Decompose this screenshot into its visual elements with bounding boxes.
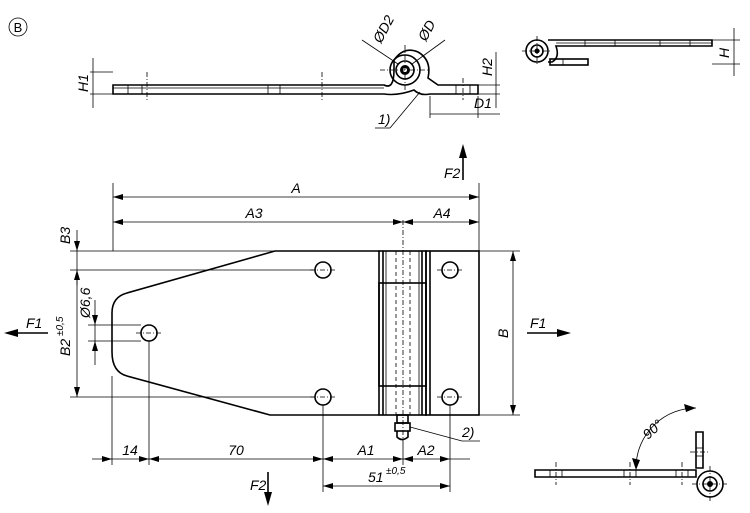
- force-F1-right-label: F1: [530, 315, 546, 331]
- dim-A4-label: A4: [432, 205, 450, 221]
- force-F2-bottom-label: F2: [250, 477, 267, 493]
- dimension-lines-top: [112, 183, 480, 251]
- force-F2-top-arrow: [459, 144, 467, 180]
- dim-70-label: 70: [228, 442, 244, 458]
- side-view-top: [90, 39, 500, 129]
- dimension-lines-left: [70, 230, 315, 398]
- dim-H-label: H: [716, 47, 732, 58]
- dim-A2-label: A2: [416, 442, 434, 458]
- dim-H2-label: H2: [479, 58, 495, 76]
- hinge-plan-view: [111, 220, 480, 445]
- force-F2-top-label: F2: [444, 165, 461, 181]
- dimension-line-B: [479, 250, 520, 416]
- note-1-label: 1): [378, 111, 390, 127]
- dim-B2-label: B2: [57, 339, 73, 356]
- dim-51-tolerance: ±0,5: [386, 466, 406, 477]
- force-F1-left-label: F1: [26, 315, 42, 331]
- dim-A-label: A: [290, 180, 300, 196]
- dim-hole-diameter-label: Ø6,6: [77, 287, 93, 319]
- variant-marker: B: [8, 17, 28, 37]
- dim-B-label: B: [495, 329, 511, 338]
- dim-51-label: 51: [368, 469, 384, 485]
- dimension-lines-bottom: [92, 341, 480, 492]
- dim-A1-label: A1: [356, 442, 374, 458]
- force-F1-right-arrow: [527, 329, 571, 337]
- dim-14-label: 14: [122, 442, 138, 458]
- dim-D1-label: D1: [474, 95, 492, 111]
- dim-B3-label: B3: [57, 227, 73, 244]
- dim-A3-label: A3: [244, 205, 262, 221]
- variant-symbol: B: [14, 20, 23, 35]
- dim-D2-label: ØD2: [369, 12, 397, 46]
- force-F2-bottom-arrow: [264, 472, 272, 506]
- force-F1-left-arrow: [4, 329, 48, 337]
- dim-B2-tolerance: ±0,5: [55, 316, 66, 336]
- dim-H1-label: H1: [75, 74, 91, 92]
- note-2-label: 2): [461, 424, 474, 440]
- dim-D-label: ØD: [414, 17, 438, 44]
- open-angle-view: [534, 404, 728, 502]
- end-view-top-right: [522, 28, 740, 76]
- dim-B2-group: B2 ±0,5: [55, 316, 73, 356]
